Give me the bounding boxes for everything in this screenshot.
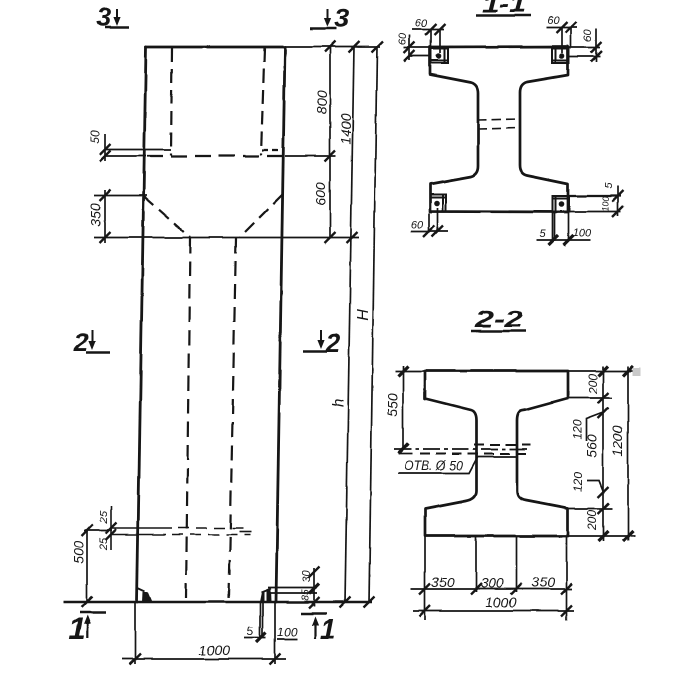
svg-text:3: 3 [335, 3, 350, 33]
svg-text:3: 3 [97, 2, 112, 32]
svg-text:350: 350 [431, 574, 455, 590]
svg-text:60: 60 [582, 29, 594, 42]
svg-text:60: 60 [397, 32, 409, 45]
svg-text:5: 5 [247, 624, 254, 638]
svg-text:2: 2 [325, 328, 341, 358]
svg-text:1: 1 [320, 614, 336, 646]
svg-text:25: 25 [98, 510, 110, 524]
svg-text:550: 550 [385, 393, 401, 417]
svg-text:350: 350 [531, 574, 555, 590]
svg-text:600: 600 [313, 182, 329, 206]
svg-text:100: 100 [573, 227, 592, 239]
svg-text:120: 120 [571, 472, 585, 492]
svg-text:H: H [355, 309, 372, 321]
svg-text:60: 60 [411, 219, 424, 231]
svg-text:ОТВ. Ø 50: ОТВ. Ø 50 [404, 458, 463, 473]
svg-text:60: 60 [547, 15, 560, 27]
svg-text:120: 120 [570, 420, 584, 440]
svg-text:1: 1 [68, 611, 85, 646]
svg-text:300: 300 [480, 575, 504, 591]
svg-text:200: 200 [585, 510, 599, 531]
svg-text:1-1: 1-1 [482, 0, 526, 18]
svg-text:500: 500 [71, 540, 87, 564]
svg-text:85: 85 [301, 589, 312, 601]
svg-text:50: 50 [88, 130, 102, 144]
svg-text:h: h [330, 398, 347, 407]
svg-text:200: 200 [586, 374, 600, 395]
svg-text:1000: 1000 [198, 642, 229, 658]
svg-text:350: 350 [88, 203, 104, 227]
svg-text:25: 25 [98, 537, 110, 551]
svg-text:2-2: 2-2 [474, 306, 524, 333]
svg-text:5: 5 [603, 182, 615, 189]
svg-text:2: 2 [73, 327, 89, 357]
svg-text:800: 800 [314, 90, 330, 114]
svg-text:5: 5 [539, 228, 546, 240]
svg-text:560: 560 [584, 434, 600, 458]
svg-text:100: 100 [277, 625, 297, 639]
svg-text:1000: 1000 [485, 594, 516, 610]
svg-text:100: 100 [601, 196, 611, 211]
svg-text:30: 30 [301, 569, 313, 582]
svg-text:1200: 1200 [610, 425, 626, 456]
svg-text:60: 60 [415, 18, 428, 30]
svg-text:1400: 1400 [338, 113, 354, 144]
